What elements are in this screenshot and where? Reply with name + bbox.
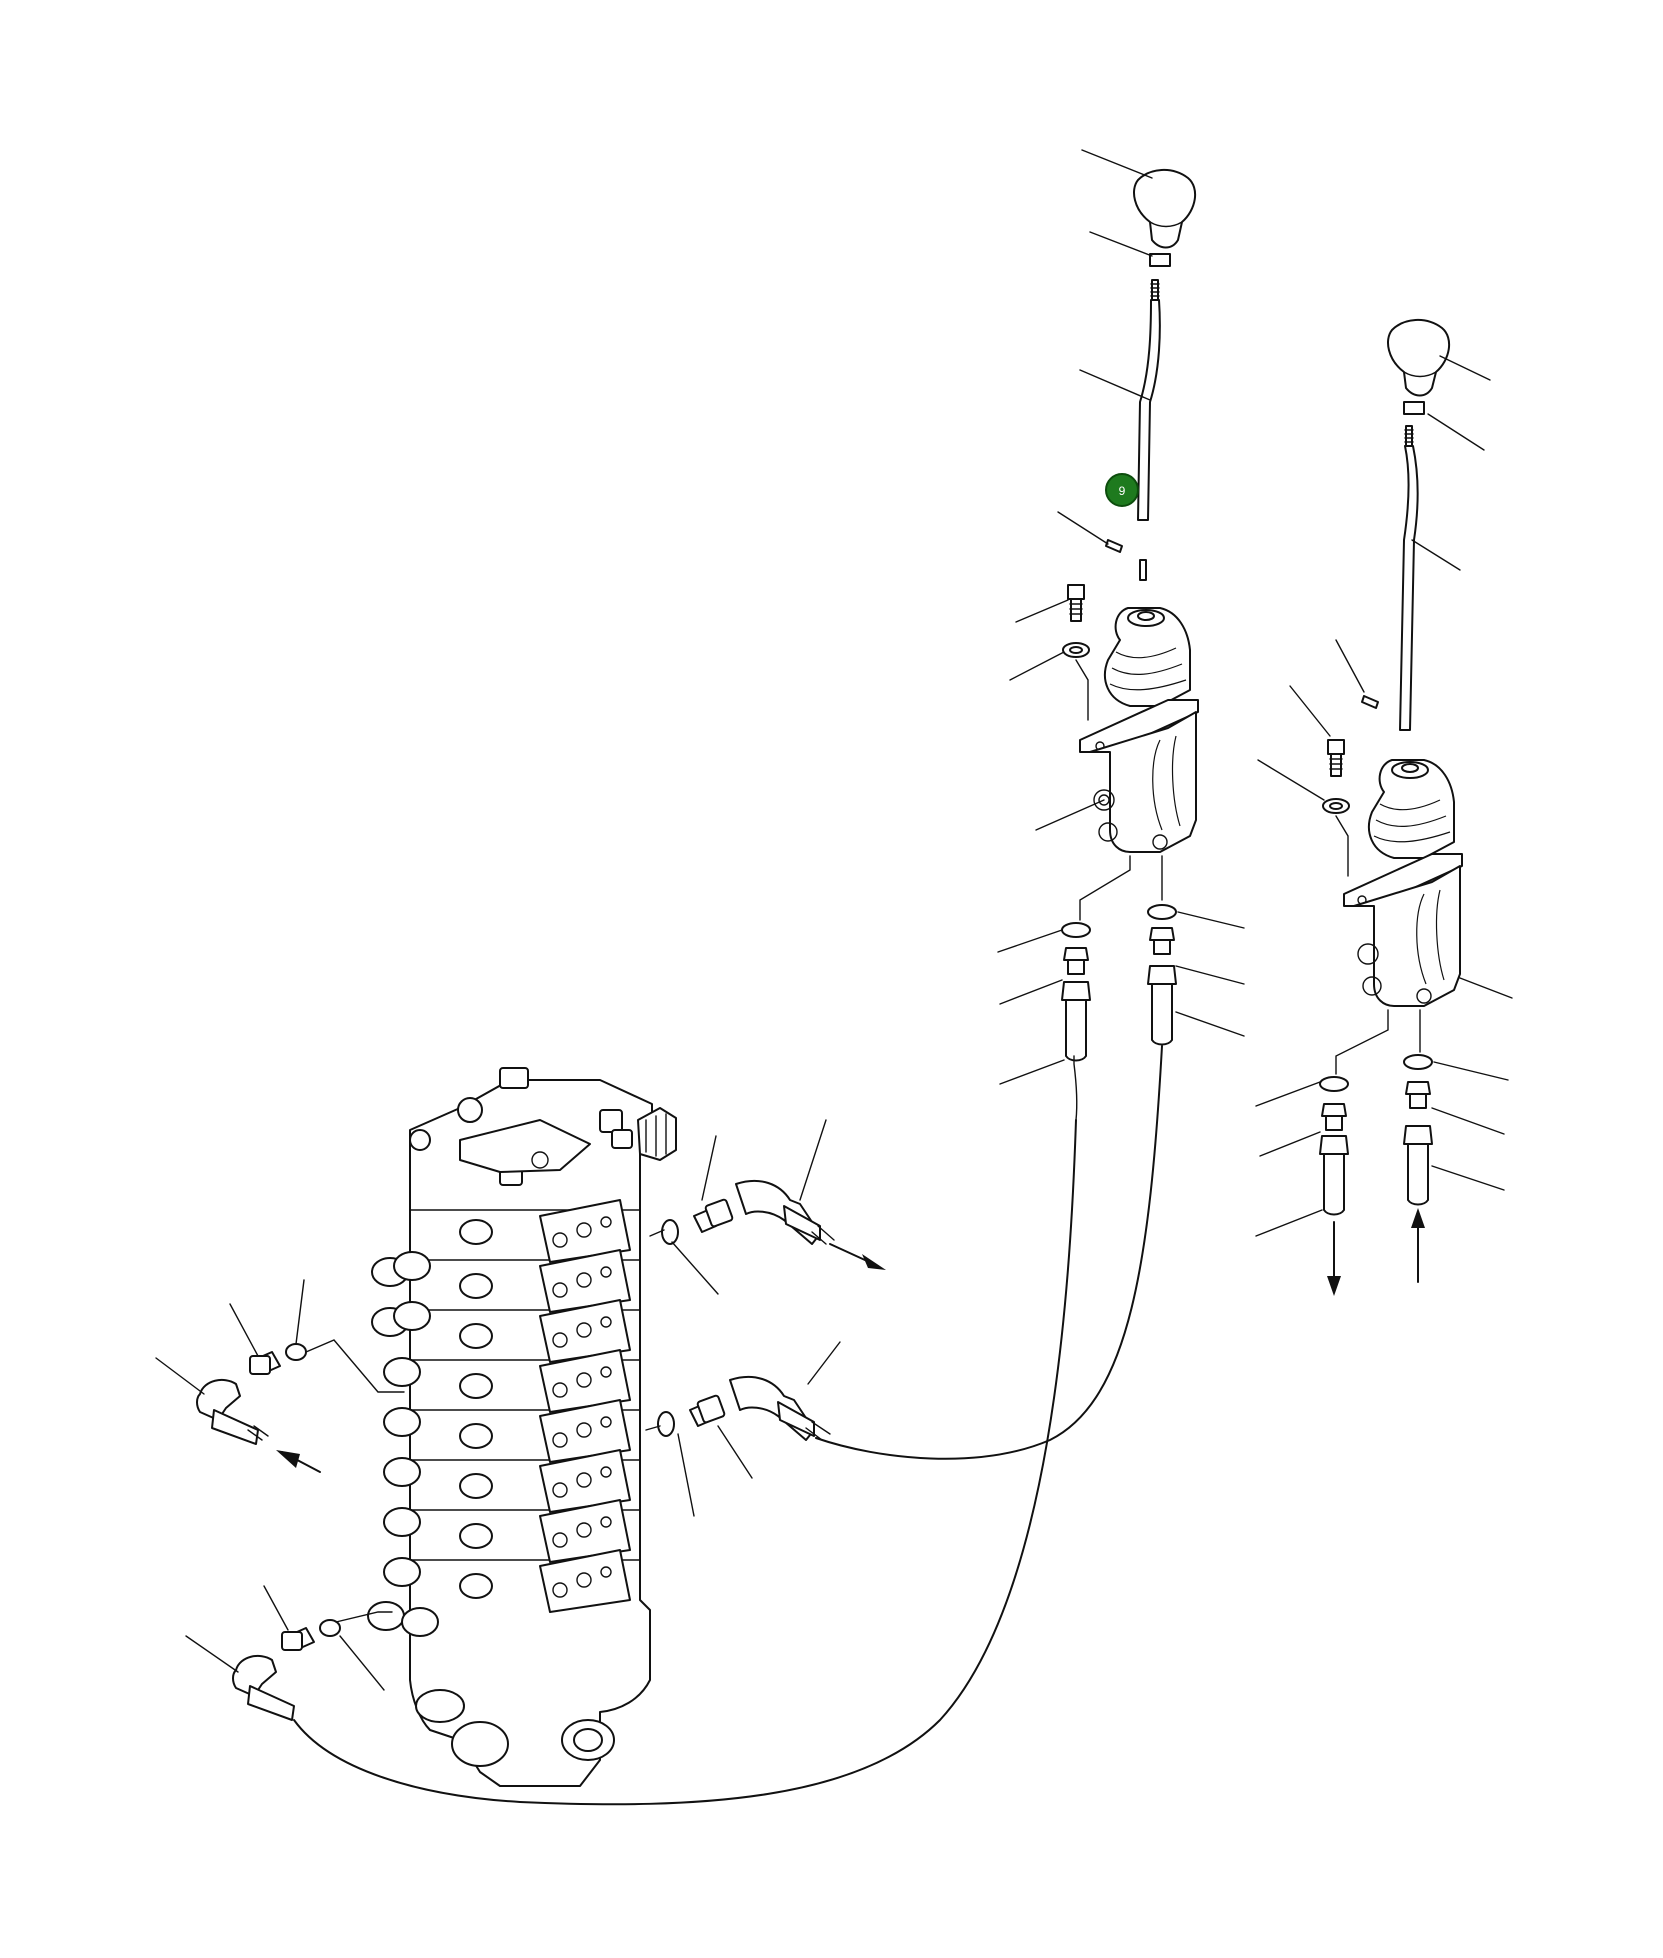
left-lever-knob[interactable] — [1133, 169, 1197, 249]
left-lever-nut[interactable] — [1149, 253, 1171, 267]
callout-label: 9 — [1119, 484, 1126, 498]
right-lever-knob[interactable] — [1387, 319, 1451, 397]
right-fitting-b[interactable] — [1403, 1054, 1433, 1206]
main-control-valve[interactable] — [367, 1067, 677, 1787]
valve-spool-sections — [367, 1199, 641, 1637]
left-lever-rod[interactable] — [1137, 299, 1161, 521]
elbow-fitting-left-upper[interactable] — [196, 1343, 307, 1445]
hose-left-lever-to-valve — [815, 1045, 1163, 1460]
right-lever-assembly — [1319, 319, 1463, 1296]
left-pilot-valve[interactable] — [1079, 607, 1199, 853]
right-lever-nut[interactable] — [1403, 401, 1425, 415]
right-pilot-valve[interactable] — [1343, 759, 1463, 1007]
right-mount-bolt[interactable] — [1327, 739, 1345, 777]
hose-left-lever-to-lower-fitting — [293, 1119, 1077, 1806]
left-mount-bolt[interactable] — [1067, 584, 1085, 622]
left-lever-pin[interactable] — [1105, 539, 1123, 553]
elbow-fitting-middle-right[interactable] — [657, 1375, 831, 1441]
right-lever-rod[interactable] — [1399, 445, 1419, 731]
leader-lines — [155, 149, 1513, 1691]
left-fitting-a[interactable] — [1061, 922, 1091, 1121]
right-fitting-a[interactable] — [1319, 1076, 1349, 1216]
elbow-fitting-left-lower[interactable] — [232, 1619, 341, 1721]
left-lever-assembly — [1061, 169, 1199, 1121]
elbow-fitting-upper-right[interactable] — [661, 1179, 835, 1245]
pilot-line-upper-left — [305, 1339, 405, 1393]
callout-marker-9[interactable]: 9 — [1105, 473, 1139, 507]
right-lever-pin[interactable] — [1361, 695, 1379, 709]
left-fitting-b[interactable] — [1147, 904, 1177, 1046]
